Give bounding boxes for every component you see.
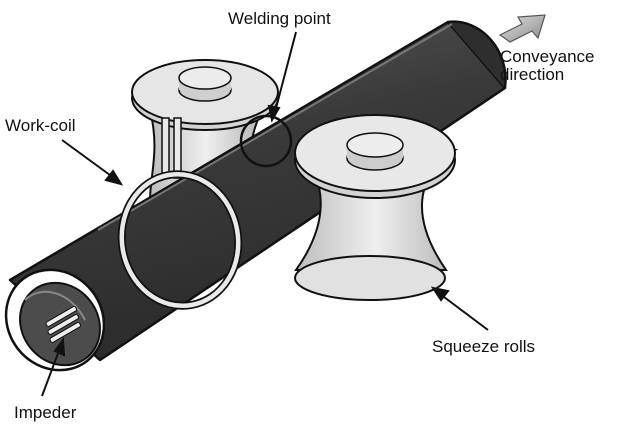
- work-coil: [117, 117, 243, 310]
- label-impeder: Impeder: [14, 403, 77, 422]
- label-direction: direction: [500, 65, 564, 84]
- leader-arrows: [41, 31, 489, 397]
- label-conveyance: Conveyance: [500, 47, 595, 66]
- label-work-coil: Work-coil: [5, 116, 76, 135]
- front-squeeze-roll: [293, 114, 459, 301]
- impeder-rods: [45, 306, 81, 343]
- label-squeeze-rolls: Squeeze rolls: [432, 337, 535, 356]
- welding-point-marker: [239, 114, 293, 168]
- label-welding-point: Welding point: [228, 9, 331, 28]
- conveyance-direction-arrow-icon: [498, 14, 546, 43]
